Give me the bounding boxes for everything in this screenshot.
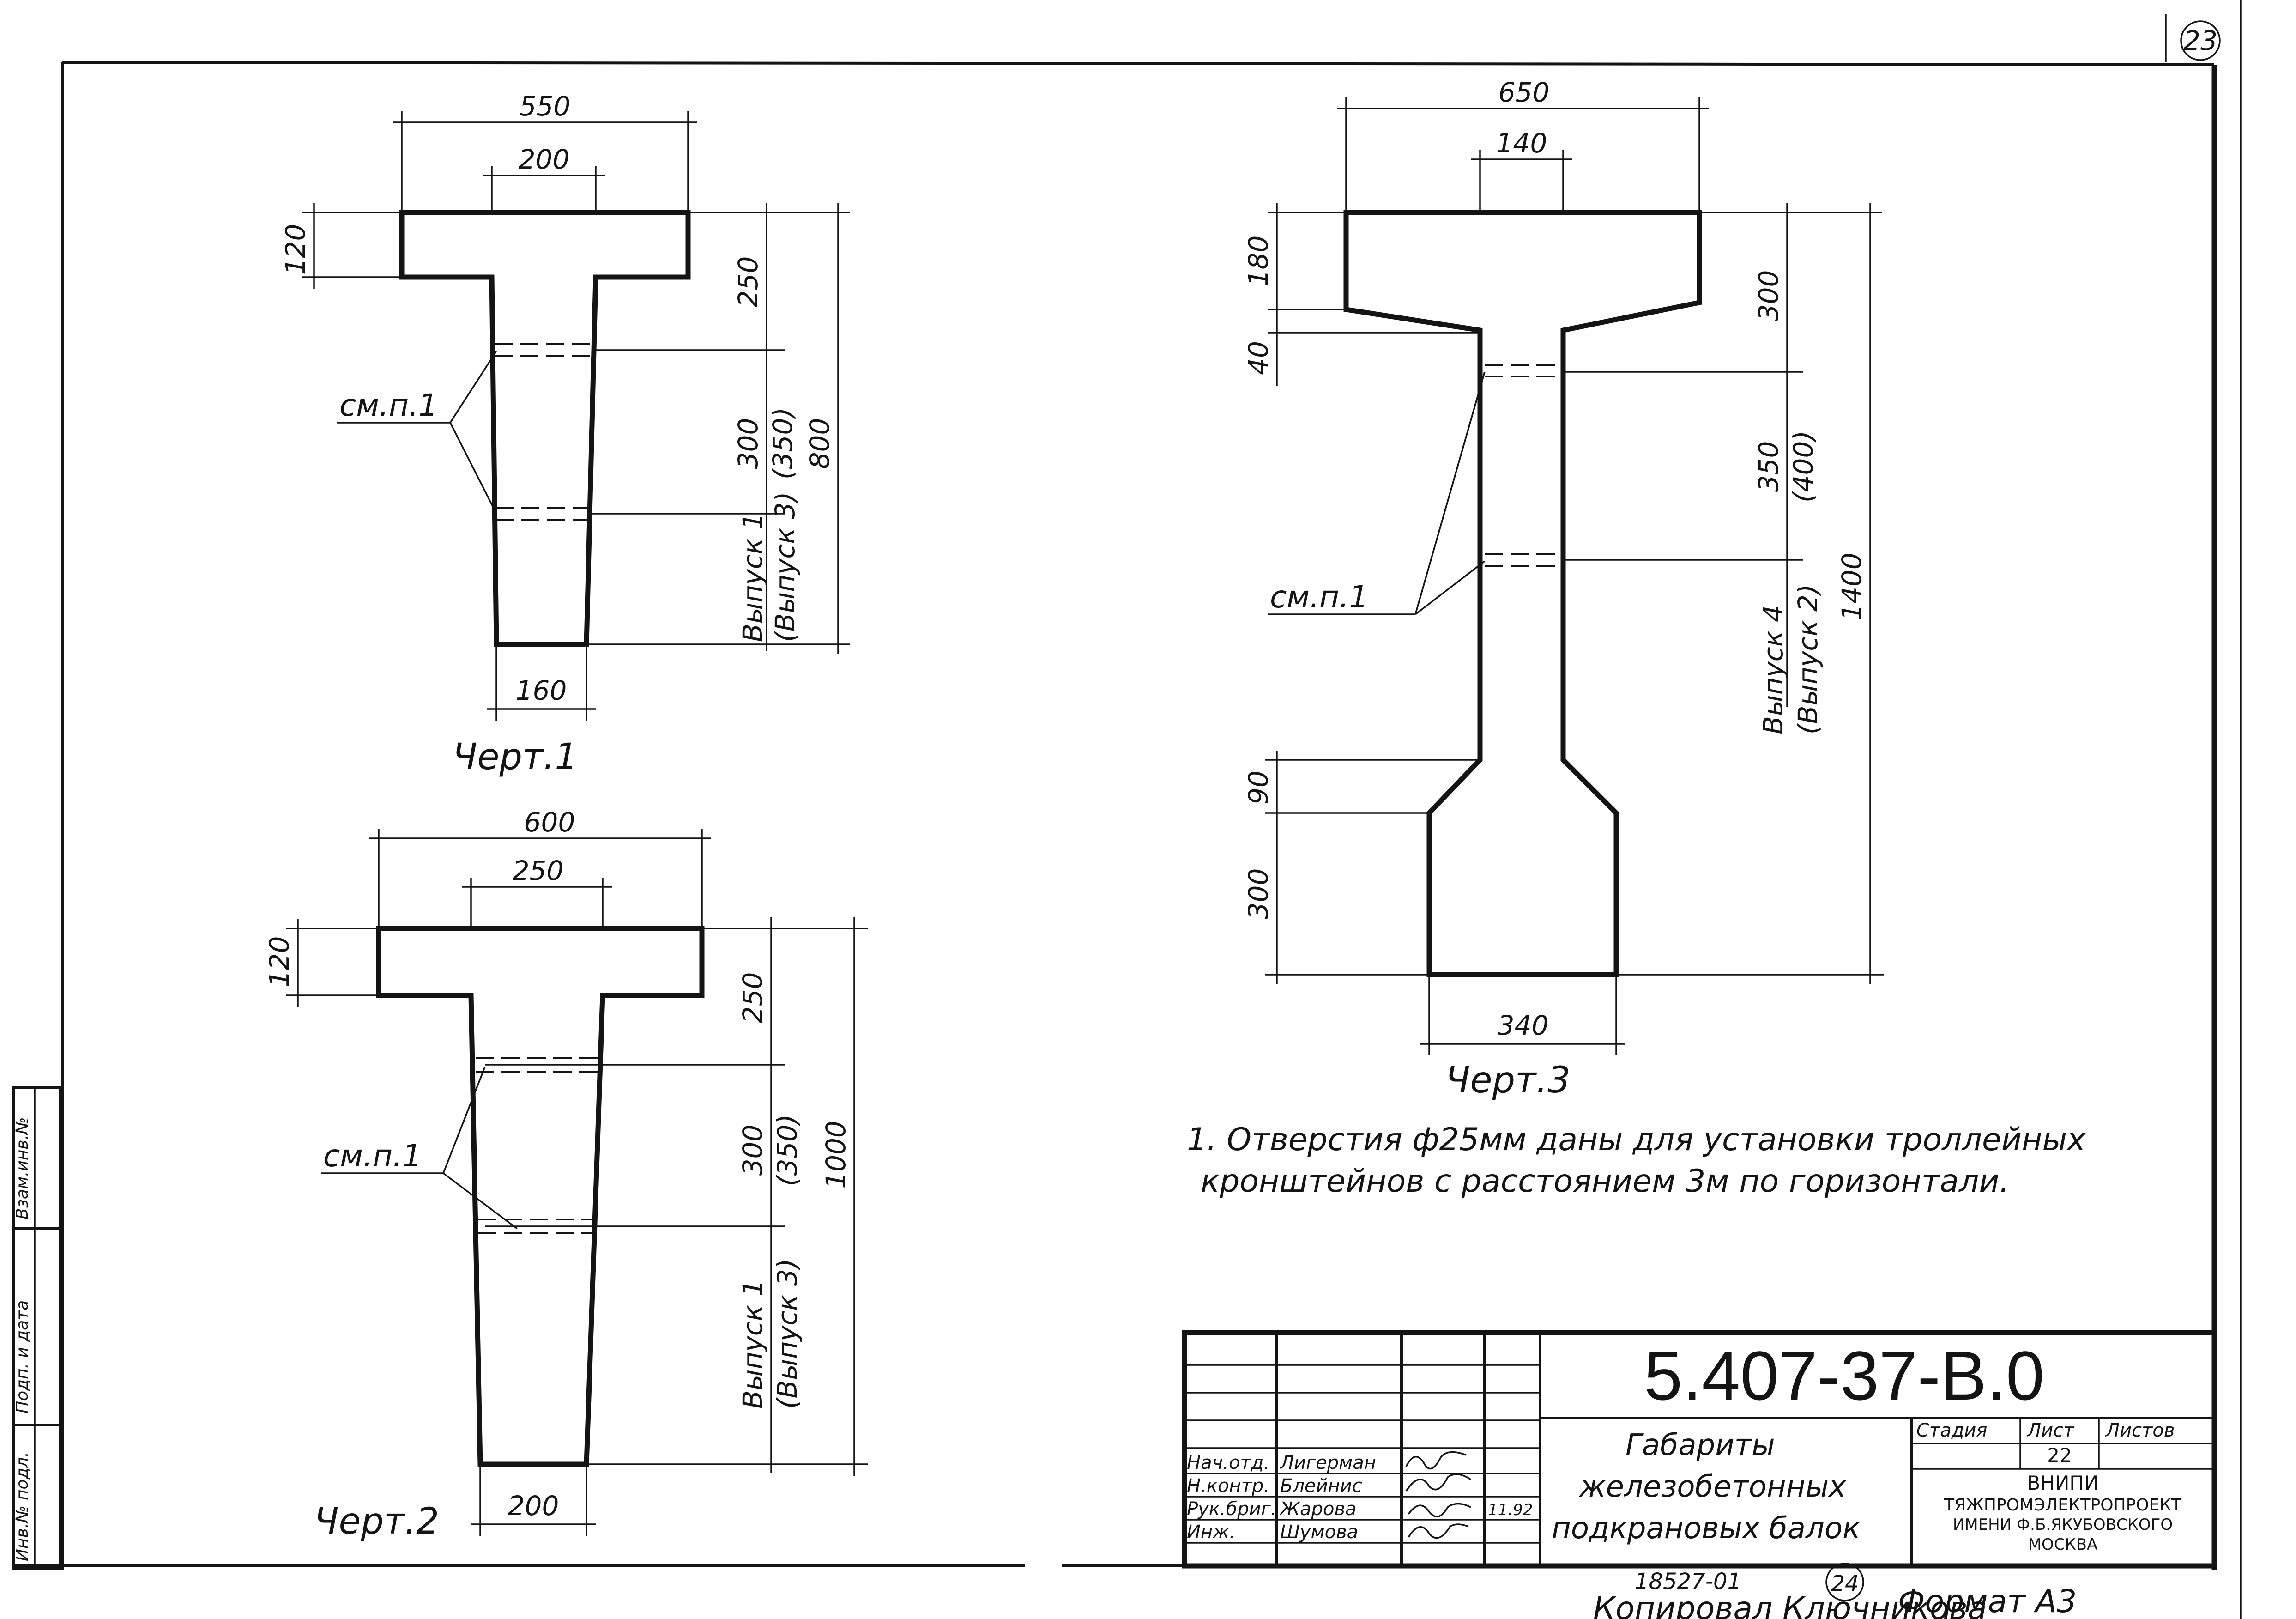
designation: 5.407-37-В.0 <box>1644 1337 2044 1414</box>
role-2: Н.контр. <box>1187 1475 1269 1497</box>
d1-dim-bottom: 160 <box>516 675 567 706</box>
signatures <box>1405 1451 1471 1539</box>
bottom-number-circle <box>1825 1563 1864 1601</box>
d1-ref-label: см.п.1 <box>339 388 438 423</box>
d1-dim-seg1: 250 <box>732 256 764 308</box>
stage-header: Стадия <box>1916 1420 1987 1441</box>
d3-release-alt: (Выпуск 2) <box>1792 584 1824 734</box>
role-3-date: 11.92 <box>1488 1501 1533 1519</box>
d2-dim-seg2-alt: (350) <box>772 1114 803 1186</box>
title-line-3: подкрановых балок <box>1552 1511 1861 1546</box>
inventory-number: 18527-01 <box>1635 1569 1741 1595</box>
title-block: 5.407-37-В.0 Габариты железобетонных под… <box>1182 1330 2217 1569</box>
copied-by: Копировал Ключникова <box>1593 1590 1987 1619</box>
d3-dim-seg2-alt: (400) <box>1788 431 1819 503</box>
d1-dim-seg2: 300 <box>732 418 764 469</box>
d2-ref-label: см.п.1 <box>323 1138 422 1174</box>
drawing-2: 600 250 120 200 250 300 (350) 1000 Выпус… <box>264 806 868 1542</box>
org-line-2: ТЯЖПРОМЭЛЕКТРОПРОЕКТ <box>1944 1496 2182 1515</box>
d2-dim-web: 250 <box>513 855 564 886</box>
d1-release-alt: (Выпуск 3) <box>769 492 801 642</box>
d3-dim-total: 1400 <box>1836 552 1867 621</box>
format-label: Формат А3 <box>1898 1583 2077 1619</box>
d1-dim-web: 200 <box>519 144 570 175</box>
d3-dim-bot-flange: 300 <box>1243 868 1274 920</box>
org-line-3: ИМЕНИ Ф.Б.ЯКУБОВСКОГО <box>1953 1516 2173 1534</box>
drawing-1: 550 200 120 160 250 300 (350) 800 Выпуск… <box>280 91 850 778</box>
note-line-1: 1. Отверстия ф25мм даны для установки тр… <box>1187 1122 2086 1158</box>
d3-dim-bot-haunch: 90 <box>1243 770 1274 805</box>
d1-caption: Черт.1 <box>453 736 578 778</box>
side-stamp-replaced-label: Взам.инв.№ <box>13 1117 32 1219</box>
d1-dim-seg2-alt: (350) <box>767 407 798 479</box>
d2-dim-seg2: 300 <box>737 1125 768 1176</box>
title-line-1: Габариты <box>1625 1428 1775 1462</box>
d3-dim-web: 140 <box>1496 127 1547 159</box>
d2-caption: Черт.2 <box>314 1501 439 1542</box>
beam-2-outline <box>376 926 705 1467</box>
d2-dim-top: 600 <box>524 806 575 838</box>
d1-release: Выпуск 1 <box>737 513 768 642</box>
d2-dim-total: 1000 <box>820 1121 852 1189</box>
corner-number-circle <box>2180 20 2221 61</box>
title-line-2: железобетонных <box>1578 1470 1847 1504</box>
d3-dim-seg1: 300 <box>1753 270 1784 321</box>
d3-ref-label: см.п.1 <box>1270 579 1368 615</box>
d3-caption: Черт.3 <box>1445 1060 1571 1101</box>
d3-dim-seg2: 350 <box>1753 441 1784 492</box>
side-stamp-signature-label: Подп. и дата <box>13 1300 32 1413</box>
role-1: Нач.отд. <box>1187 1452 1269 1473</box>
d3-dim-bottom: 340 <box>1498 1010 1549 1041</box>
d1-dim-total: 800 <box>804 418 835 469</box>
corner-number-text: 23 <box>2183 25 2217 56</box>
role-4-name: Шумова <box>1280 1522 1358 1543</box>
role-4: Инж. <box>1187 1522 1235 1543</box>
org-line-1: ВНИПИ <box>2027 1472 2099 1494</box>
d2-release-alt: (Выпуск 3) <box>772 1259 803 1409</box>
role-1-name: Лигерман <box>1279 1452 1376 1473</box>
d2-dim-bottom: 200 <box>508 1490 559 1522</box>
d3-release: Выпуск 4 <box>1758 605 1789 734</box>
d3-dim-top: 650 <box>1498 77 1550 108</box>
corner-number: 23 <box>2180 20 2221 61</box>
d2-dim-flange: 120 <box>264 936 295 988</box>
side-stamp-inventory-label: Инв.№ подл. <box>13 1452 32 1561</box>
beam-1-outline <box>399 210 691 647</box>
sheets-header: Листов <box>2105 1420 2175 1441</box>
d1-dim-top: 550 <box>520 91 571 122</box>
org-line-4: МОСКВА <box>2028 1535 2098 1554</box>
note-line-2: кронштейнов с расстоянием 3м по горизонт… <box>1201 1163 2009 1200</box>
d3-dim-flange: 180 <box>1243 236 1274 287</box>
side-stamp: Взам.инв.№ Подп. и дата Инв.№ подл. <box>12 1086 61 1570</box>
sheet-header: Лист <box>2026 1420 2075 1441</box>
d2-release: Выпуск 1 <box>737 1279 768 1409</box>
d3-dim-haunch: 40 <box>1243 341 1274 375</box>
role-3-name: Жарова <box>1279 1498 1357 1520</box>
drawing-3: 650 140 180 40 90 300 340 300 350 (400) … <box>1243 77 1884 1101</box>
role-2-name: Блейнис <box>1280 1475 1362 1497</box>
beam-3-outline <box>1343 210 1702 977</box>
d2-dim-seg1: 250 <box>737 972 768 1024</box>
sheet-value: 22 <box>2047 1444 2072 1467</box>
role-3: Рук.бриг. <box>1187 1498 1276 1520</box>
d1-dim-flange: 120 <box>280 224 311 275</box>
bottom-number: 24 <box>1831 1571 1859 1597</box>
